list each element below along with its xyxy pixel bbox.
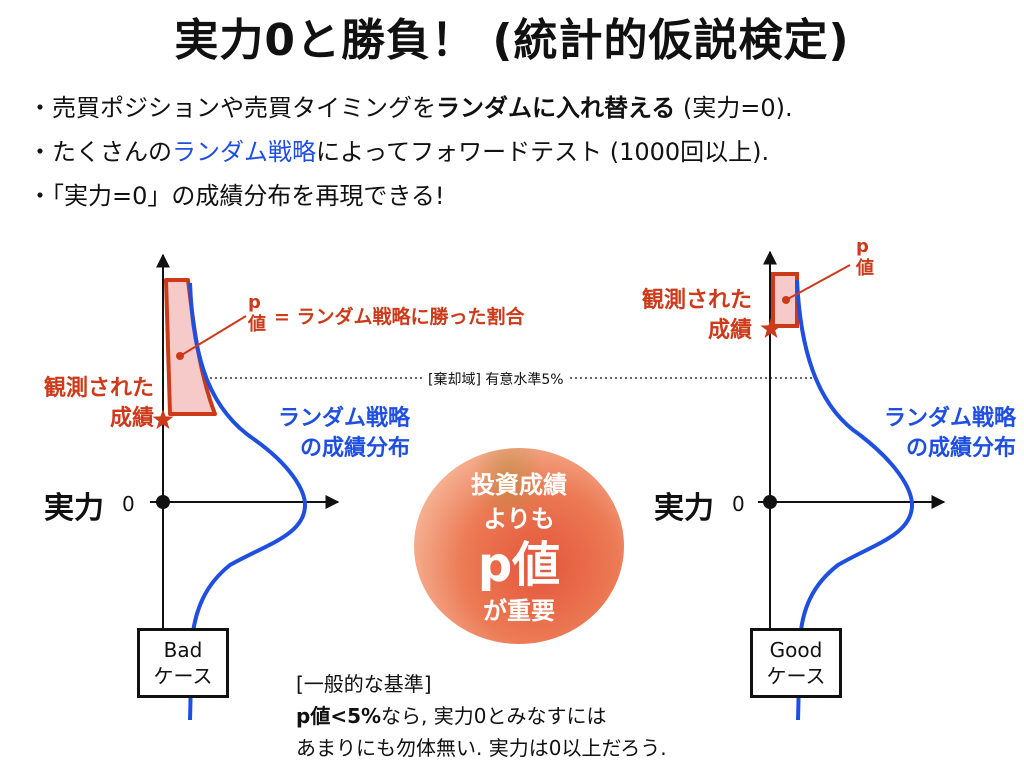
right-distribution-label: ランダム戦略 の成績分布 [883,406,1016,461]
left-panel-graph [150,253,340,721]
peach-line3: p値 [477,537,561,593]
right-distribution-curve [795,279,915,721]
left-p-label: p 値 [248,292,266,335]
left-zero-label: 0 [122,492,135,516]
note-line2: p値<5%なら, 実力0とみなすには [296,704,607,728]
left-pvalue-pointer [179,315,247,357]
right-zero-label: 0 [732,492,745,516]
left-axis-label: 実力 [44,491,104,526]
bullet-list: ・売買ポジションや売買タイミングをランダムに入れ替える (実力=0). ・たくさ… [28,88,793,220]
bullet-1: ・売買ポジションや売買タイミングをランダムに入れ替える (実力=0). [28,94,793,122]
bullet-3: ・「実力=0」の成績分布を再現できる! [28,182,445,210]
criteria-note: [一般的な基準] p値<5%なら, 実力0とみなすには あまりにも勿体無い. 実… [296,668,667,764]
peach-line1: 投資成績 [471,471,567,499]
bad-case-line1: Bad [163,638,203,662]
note-header: [一般的な基準] [296,672,432,696]
peach-line4: が重要 [483,597,555,625]
left-origin-dot [156,495,170,509]
right-pvalue-pointer [785,264,851,301]
left-observed-star-icon [152,409,174,429]
good-case-line2: ケース [766,664,826,688]
left-p-description: = ランダム戦略に勝った割合 [274,306,525,328]
right-origin-dot [763,495,777,509]
right-observed-label: 観測された 成績 [641,288,752,343]
peach-caption: 投資成績 よりも p値 が重要 [414,468,624,628]
rejection-region-label: [棄却域] 有意水準5% [424,369,568,389]
bullet-2: ・たくさんのランダム戦略によってフォワードテスト (1000回以上). [28,138,770,166]
bad-case-line2: ケース [153,664,213,688]
right-p-label: p 値 [856,236,874,279]
good-case-line1: Good [769,638,823,662]
good-case-box: Good ケース [750,628,842,698]
peach-line2: よりも [483,505,555,533]
peach-image [414,448,624,644]
right-observed-star-icon [760,318,782,338]
right-panel-graph [758,250,946,721]
bad-case-box: Bad ケース [137,628,229,698]
left-distribution-curve [188,282,308,721]
left-distribution-label: ランダム戦略 の成績分布 [277,406,410,461]
left-observed-label: 観測された 成績 [43,376,154,431]
slide-title: 実力0と勝負！ (統計的仮説検定) [174,15,850,66]
right-axis-label: 実力 [654,491,714,526]
note-line3: あまりにも勿体無い. 実力は0以上だろう. [296,736,667,760]
